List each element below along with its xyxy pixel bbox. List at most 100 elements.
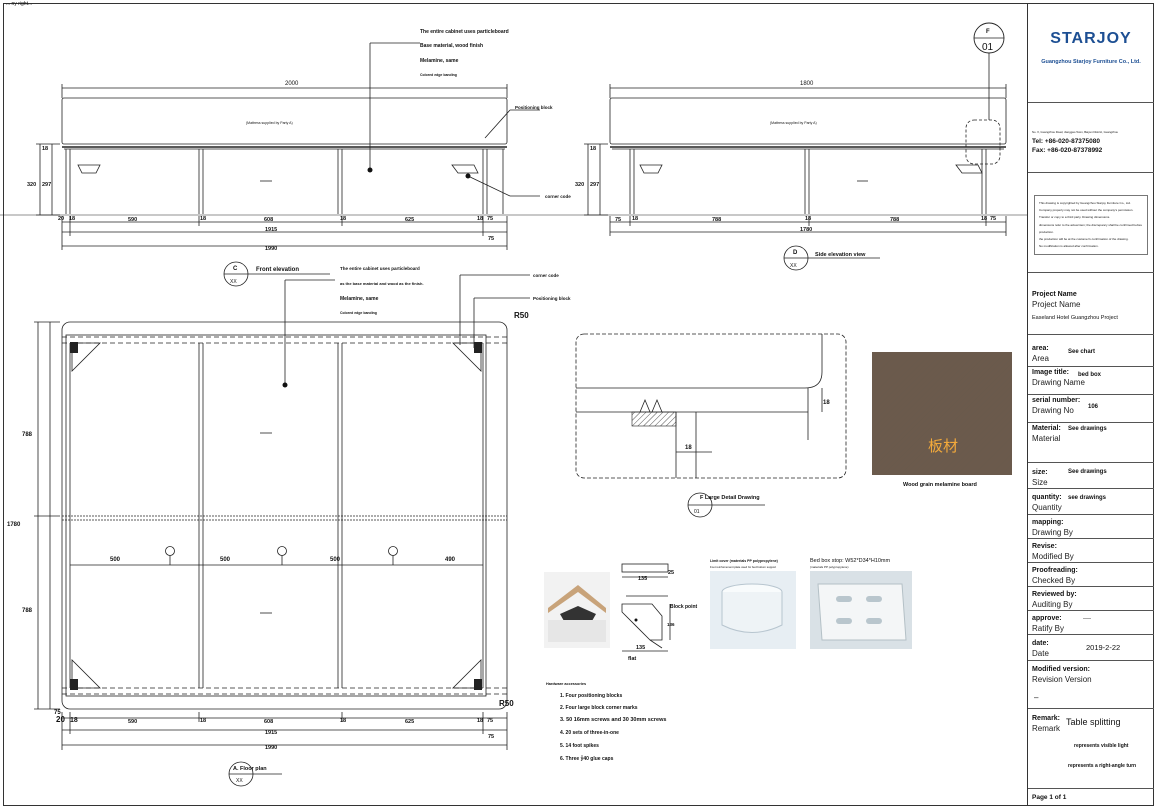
copyright-line-6: No modification is allowed after confirm… xyxy=(1039,244,1099,249)
proof-label-cn: Proofreading: xyxy=(1032,567,1078,574)
side-dim-v-18: 18 xyxy=(590,146,596,152)
side-elevation xyxy=(584,53,1007,236)
material-cell: Material: Material See drawings xyxy=(1028,423,1154,463)
qty-label-cn: quantity: xyxy=(1032,494,1062,501)
copyright-line-5: the production will be at the customer's… xyxy=(1039,236,1129,241)
front-elevation xyxy=(0,42,1028,250)
side-dim-v-320: 320 xyxy=(575,182,584,188)
plan-dim-1780: 1780 xyxy=(7,522,21,528)
proof-label-en: Checked By xyxy=(1032,575,1076,585)
title-block: STARJOY Guangzhou Starjoy Furniture Co.,… xyxy=(1027,3,1154,806)
side-dim-h-5: 18 xyxy=(981,216,987,222)
area-label-cn: area: xyxy=(1032,345,1049,352)
detail-title: F Large Detail Drawing xyxy=(700,495,760,501)
side-title-marker xyxy=(783,245,880,271)
side-dim-v-297: 297 xyxy=(590,182,599,188)
large-detail-drawing xyxy=(575,333,847,479)
project-value: Easeland Hotel Guangzhou Project xyxy=(1032,314,1118,321)
front-note-3: Melamine, same xyxy=(420,58,459,64)
qty-label-en: Quantity xyxy=(1032,502,1062,512)
plan-dim-h-0: 20 xyxy=(56,715,65,724)
side-dim-h-2: 788 xyxy=(712,217,721,223)
front-mattress: (Mattress supplied by Party A) xyxy=(246,121,293,125)
front-dim-v-18: 18 xyxy=(42,146,48,152)
front-dim-h-5: 18 xyxy=(340,216,346,222)
company-address: No. X, Guangzhou Road, Jianggao Town, Ba… xyxy=(1032,130,1119,134)
accessory-item-2: 2. Four large block corner marks xyxy=(560,705,638,711)
front-note-4: Colored edge banding xyxy=(420,73,457,77)
side-scale: XX xyxy=(790,263,797,269)
hw-dim-135b: 135 xyxy=(636,645,645,651)
plan-span-0: 500 xyxy=(110,557,121,563)
date-label-cn: date: xyxy=(1032,640,1049,647)
detail-title-marker xyxy=(687,492,765,518)
drawing-sheet xyxy=(3,3,1154,806)
hw-foot-sub: Foot reinforcement plate used for bed bo… xyxy=(710,565,776,569)
plan-corner-code: corner code xyxy=(533,273,559,278)
qty-value: see drawings xyxy=(1068,495,1107,501)
review-label-en: Auditing By xyxy=(1032,599,1073,609)
area-label-en: Area xyxy=(1032,353,1049,363)
front-dim-h-0: 20 xyxy=(58,216,64,222)
accessory-item-5: 5. 14 foot spikes xyxy=(560,743,599,749)
detail-marker-letter: F xyxy=(986,29,990,35)
front-scale: XX xyxy=(230,279,237,285)
title-value: bed box xyxy=(1078,372,1102,378)
hw-stop-title: Bed box stop: W52*D34*H10mm xyxy=(810,558,891,564)
serial-label-cn: serial number: xyxy=(1032,397,1081,404)
plan-span-3: 490 xyxy=(445,557,456,563)
project-label-cn: Project Name xyxy=(1032,291,1077,298)
size-label-cn: size: xyxy=(1032,469,1048,476)
material-value: See drawings xyxy=(1068,426,1107,432)
side-total: 1780 xyxy=(800,227,812,233)
mapping-label-en: Drawing By xyxy=(1032,527,1073,537)
title-label-en: Drawing Name xyxy=(1032,377,1085,387)
copyright-line-3: Transfer or copy to a third party. Drawi… xyxy=(1039,215,1111,220)
block-drawing xyxy=(621,563,671,652)
legend-right-angle-turn: represents a right-angle turn xyxy=(1068,763,1137,769)
date-cell: date: Date 2019-2-22 xyxy=(1028,635,1154,661)
company-tel: Tel: +86-020-87375080 xyxy=(1032,138,1100,146)
side-title-letter: D xyxy=(793,250,798,256)
front-positioning-block: Positioning block xyxy=(515,105,553,110)
date-label-en: Date xyxy=(1032,648,1049,658)
remark-cell: Remark: Remark Table splitting represent… xyxy=(1028,709,1154,789)
material-label-cn: Material: xyxy=(1032,425,1061,432)
mapping-cell: mapping: Drawing By xyxy=(1028,515,1154,539)
detail-marker-f xyxy=(973,22,1005,54)
drawing-canvas: ... ny right... 2000 xyxy=(0,1,1028,787)
floor-plan xyxy=(34,274,530,750)
side-dim-h-3: 18 xyxy=(805,216,811,222)
detail-dim-a: 18 xyxy=(823,400,830,406)
revise-cell: Revise: Modified By xyxy=(1028,539,1154,563)
company-fax: Fax: +86-020-87378992 xyxy=(1032,146,1103,154)
front-total-a: 1915 xyxy=(265,227,277,233)
company-logo: STARJOY xyxy=(1050,30,1132,47)
approve-label-en: Ratify By xyxy=(1032,623,1065,633)
approve-label-cn: approve: xyxy=(1032,615,1062,622)
plan-positioning-block: Positioning block xyxy=(533,296,571,301)
drawing-name-cell: Image title: Drawing Name bed box xyxy=(1028,367,1154,395)
plan-span-1: 500 xyxy=(220,557,231,563)
front-total-b: 1990 xyxy=(265,246,277,252)
page-number: Page 1 of 1 xyxy=(1032,794,1067,801)
date-value: 2019-2-22 xyxy=(1086,643,1121,652)
front-dim-h-4: 608 xyxy=(264,217,273,223)
wood-overlay-text: 板材 xyxy=(928,437,958,455)
plan-title: A. Floor plan xyxy=(233,766,267,772)
front-note-1: The entire cabinet uses particleboard xyxy=(420,29,509,35)
side-dim-top: 1800 xyxy=(800,81,814,87)
mapping-label-cn: mapping: xyxy=(1032,519,1064,526)
plan-r50-bottom: R50 xyxy=(499,699,514,708)
plan-dim-h-1: 18 xyxy=(70,717,78,724)
front-dim-v-320: 320 xyxy=(27,182,36,188)
bed-box-stop-photo xyxy=(810,571,912,649)
plan-dim-h-5: 18 xyxy=(340,718,346,724)
front-note-2: Base material, wood finish xyxy=(420,43,483,49)
front-dim-h-6: 625 xyxy=(405,217,414,223)
hw-dim-135a: 135 xyxy=(638,576,647,582)
contact-cell: No. X, Guangzhou Road, Jianggao Town, Ba… xyxy=(1028,103,1154,173)
drawing-no-cell: serial number: Drawing No 106 xyxy=(1028,395,1154,423)
revise-label-en: Modified By xyxy=(1032,551,1074,561)
plan-dim-v-75: 75 xyxy=(54,710,61,716)
